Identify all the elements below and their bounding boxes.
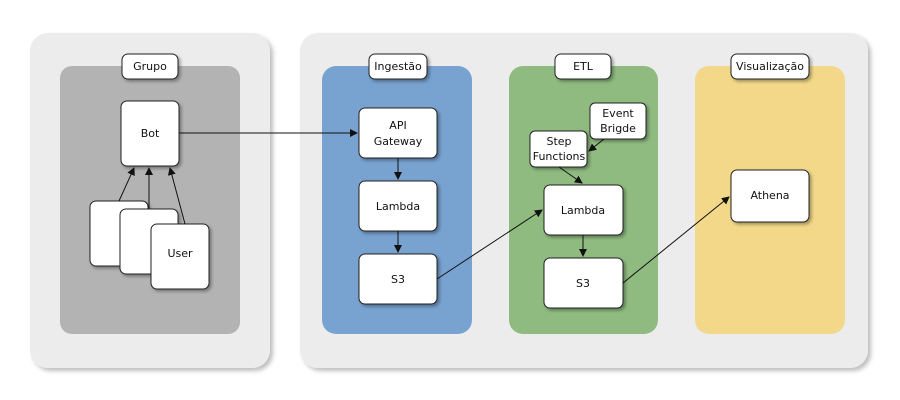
node-s3-etl: S3 <box>543 257 624 309</box>
node-athena: Athena <box>730 169 810 223</box>
node-s3-etl-label: S3 <box>576 277 590 290</box>
node-lambda-etl: Lambda <box>543 184 624 236</box>
node-event-bridge-line2: Brigde <box>600 122 636 135</box>
etl-header-text: ETL <box>573 60 594 73</box>
grupo-header-text: Grupo <box>133 60 167 73</box>
arrow-event-bridge-to-step-functions <box>588 138 605 152</box>
grupo-header: Grupo <box>121 53 179 80</box>
node-athena-label: Athena <box>750 189 789 202</box>
node-lambda-ingestao: Lambda <box>358 180 438 232</box>
node-user-stack: User <box>89 200 210 290</box>
etl-header: ETL <box>554 53 612 80</box>
node-event-bridge-line1: Event <box>602 107 634 120</box>
arrow-user-to-bot-1 <box>118 167 135 202</box>
connectors <box>118 129 730 284</box>
node-step-functions: Step Functions <box>529 130 588 168</box>
user-card-front <box>150 223 210 290</box>
node-api-gateway: API Gateway <box>358 107 438 159</box>
node-step-functions-line1: Step <box>546 135 571 148</box>
node-api-gateway-line1: API <box>389 119 406 132</box>
node-bot: Bot <box>120 100 180 167</box>
arrow-step-functions-to-lambda-etl <box>558 166 583 184</box>
node-s3-ingestao-label: S3 <box>391 273 405 286</box>
line-s3-to-lambda-etl <box>436 209 543 280</box>
node-api-gateway-line2: Gateway <box>374 135 423 148</box>
visualizacao-header: Visualização <box>730 53 810 80</box>
node-s3-ingestao: S3 <box>358 253 438 305</box>
ingestao-header-text: Ingestão <box>374 60 422 73</box>
node-lambda-etl-label: Lambda <box>561 204 605 217</box>
node-bot-label: Bot <box>141 127 160 140</box>
node-lambda-ingestao-label: Lambda <box>376 200 420 213</box>
node-event-bridge: Event Brigde <box>589 102 647 140</box>
node-user-label: User <box>167 247 193 260</box>
ingestao-header: Ingestão <box>368 53 428 80</box>
arrow-user-to-bot-3 <box>167 167 186 225</box>
node-step-functions-line2: Functions <box>533 150 586 163</box>
visualizacao-header-text: Visualização <box>736 60 804 73</box>
arrow-s3-etl-to-athena <box>622 196 730 284</box>
